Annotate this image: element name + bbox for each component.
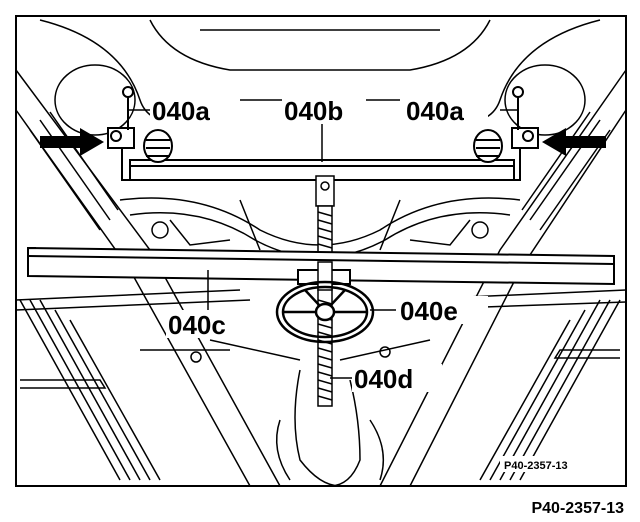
label-040b: 040b bbox=[284, 96, 343, 126]
callout-labels: 040a 040b 040a 040c 040e 040d bbox=[150, 96, 488, 394]
vehicle-underbody bbox=[15, 19, 627, 487]
left-pointer-arrow bbox=[40, 128, 104, 156]
threaded-spindle bbox=[315, 175, 335, 407]
right-spring-mount bbox=[473, 86, 534, 163]
label-040a-right: 040a bbox=[406, 96, 464, 126]
label-040a-left: 040a bbox=[152, 96, 210, 126]
leader-lines bbox=[128, 109, 518, 379]
label-040d: 040d bbox=[354, 364, 413, 394]
hand-wheel bbox=[275, 280, 375, 344]
label-040e: 040e bbox=[400, 296, 458, 326]
label-040c: 040c bbox=[168, 310, 226, 340]
left-spring-mount bbox=[110, 86, 173, 163]
lower-cross-beam bbox=[27, 246, 615, 291]
right-pointer-arrow bbox=[542, 128, 606, 156]
inner-reference-code: P40-2357-13 bbox=[504, 460, 568, 472]
outer-reference-code: P40-2357-13 bbox=[531, 500, 624, 517]
